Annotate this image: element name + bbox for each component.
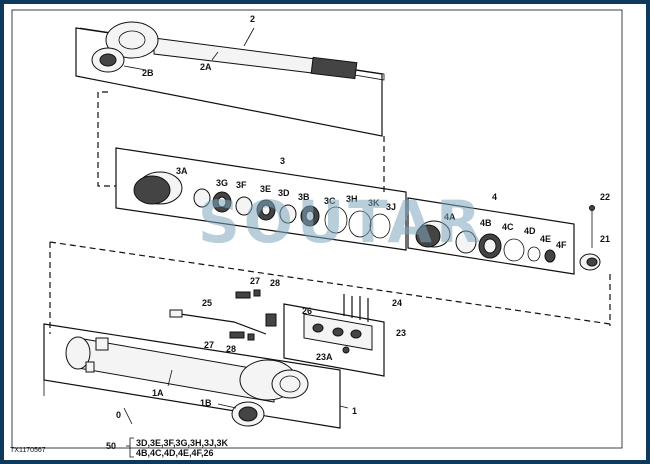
label-1: 1 [352, 406, 357, 416]
nut-28-bottom [247, 333, 255, 341]
label-4e: 4E [540, 234, 551, 244]
exploded-parts-diagram: 2 2A 2B 3 3A 3G 3F 3E 3D 3B 3C 3H 3K 3J … [10, 9, 623, 458]
label-23: 23 [396, 328, 406, 338]
label-4a: 4A [444, 212, 456, 222]
barrel-panel [43, 323, 341, 429]
piston-panel [115, 147, 407, 251]
label-28-top: 28 [270, 278, 280, 288]
label-28-bottom: 28 [226, 344, 236, 354]
label-3h: 3H [346, 194, 358, 204]
label-3g: 3G [216, 178, 228, 188]
label-1b: 1B [200, 398, 212, 408]
nut-28-top [253, 289, 261, 297]
label-3f: 3F [236, 180, 247, 190]
assembly-outline [11, 9, 623, 449]
label-23a: 23A [316, 352, 333, 362]
ring-3h [348, 210, 372, 238]
ring-4d [503, 238, 525, 262]
barrel-port-top [95, 337, 109, 351]
kit-contents-line2: 4B,4C,4D,4E,4F,26 [136, 448, 214, 458]
label-2: 2 [250, 14, 255, 24]
tube-25 [179, 313, 267, 335]
label-4b: 4B [480, 218, 492, 228]
label-22: 22 [600, 192, 610, 202]
label-27-top: 27 [250, 276, 260, 286]
watermark: SOUTAR [198, 188, 485, 256]
label-2a: 2A [200, 62, 212, 72]
label-21: 21 [600, 234, 610, 244]
ring-3g [193, 188, 211, 208]
clip-27-bottom [229, 331, 245, 339]
label-4: 4 [492, 192, 497, 202]
label-4f: 4F [556, 240, 567, 250]
ring-3c [324, 206, 348, 234]
label-27-bottom: 27 [204, 340, 214, 350]
label-3a: 3A [176, 166, 188, 176]
label-3: 3 [280, 156, 285, 166]
ring-3e [235, 196, 253, 216]
label-3k: 3K [368, 198, 380, 208]
barrel-port-bottom [85, 361, 95, 373]
ring-4f [544, 249, 556, 263]
plug-23a [342, 346, 350, 354]
label-4c: 4C [502, 222, 514, 232]
label-3c: 3C [324, 196, 336, 206]
gland-panel [407, 197, 575, 275]
label-3e: 3E [260, 184, 271, 194]
ring-3b [279, 204, 297, 224]
label-1a: 1A [152, 388, 164, 398]
label-3b: 3B [298, 192, 310, 202]
label-3j: 3J [386, 202, 396, 212]
label-0: 0 [116, 410, 121, 420]
label-3d: 3D [278, 188, 290, 198]
clip-27-top [235, 291, 251, 299]
rod-thread [310, 56, 358, 80]
ring-4e [527, 246, 541, 262]
label-26: 26 [302, 306, 312, 316]
label-25: 25 [202, 298, 212, 308]
clamp-26 [265, 313, 277, 327]
kit-contents-line1: 3D,3E,3F,3G,3H,3J,3K [136, 438, 229, 448]
label-50: 50 [106, 441, 116, 451]
label-24: 24 [392, 298, 402, 308]
valve-panel [283, 303, 385, 377]
image-id: TX1170567 [10, 447, 46, 454]
label-4d: 4D [524, 226, 536, 236]
ring-3k [369, 213, 391, 239]
ring-4b [455, 230, 477, 254]
rod-eye [105, 21, 159, 59]
label-2b: 2B [142, 68, 154, 78]
screw-22 [589, 205, 595, 211]
